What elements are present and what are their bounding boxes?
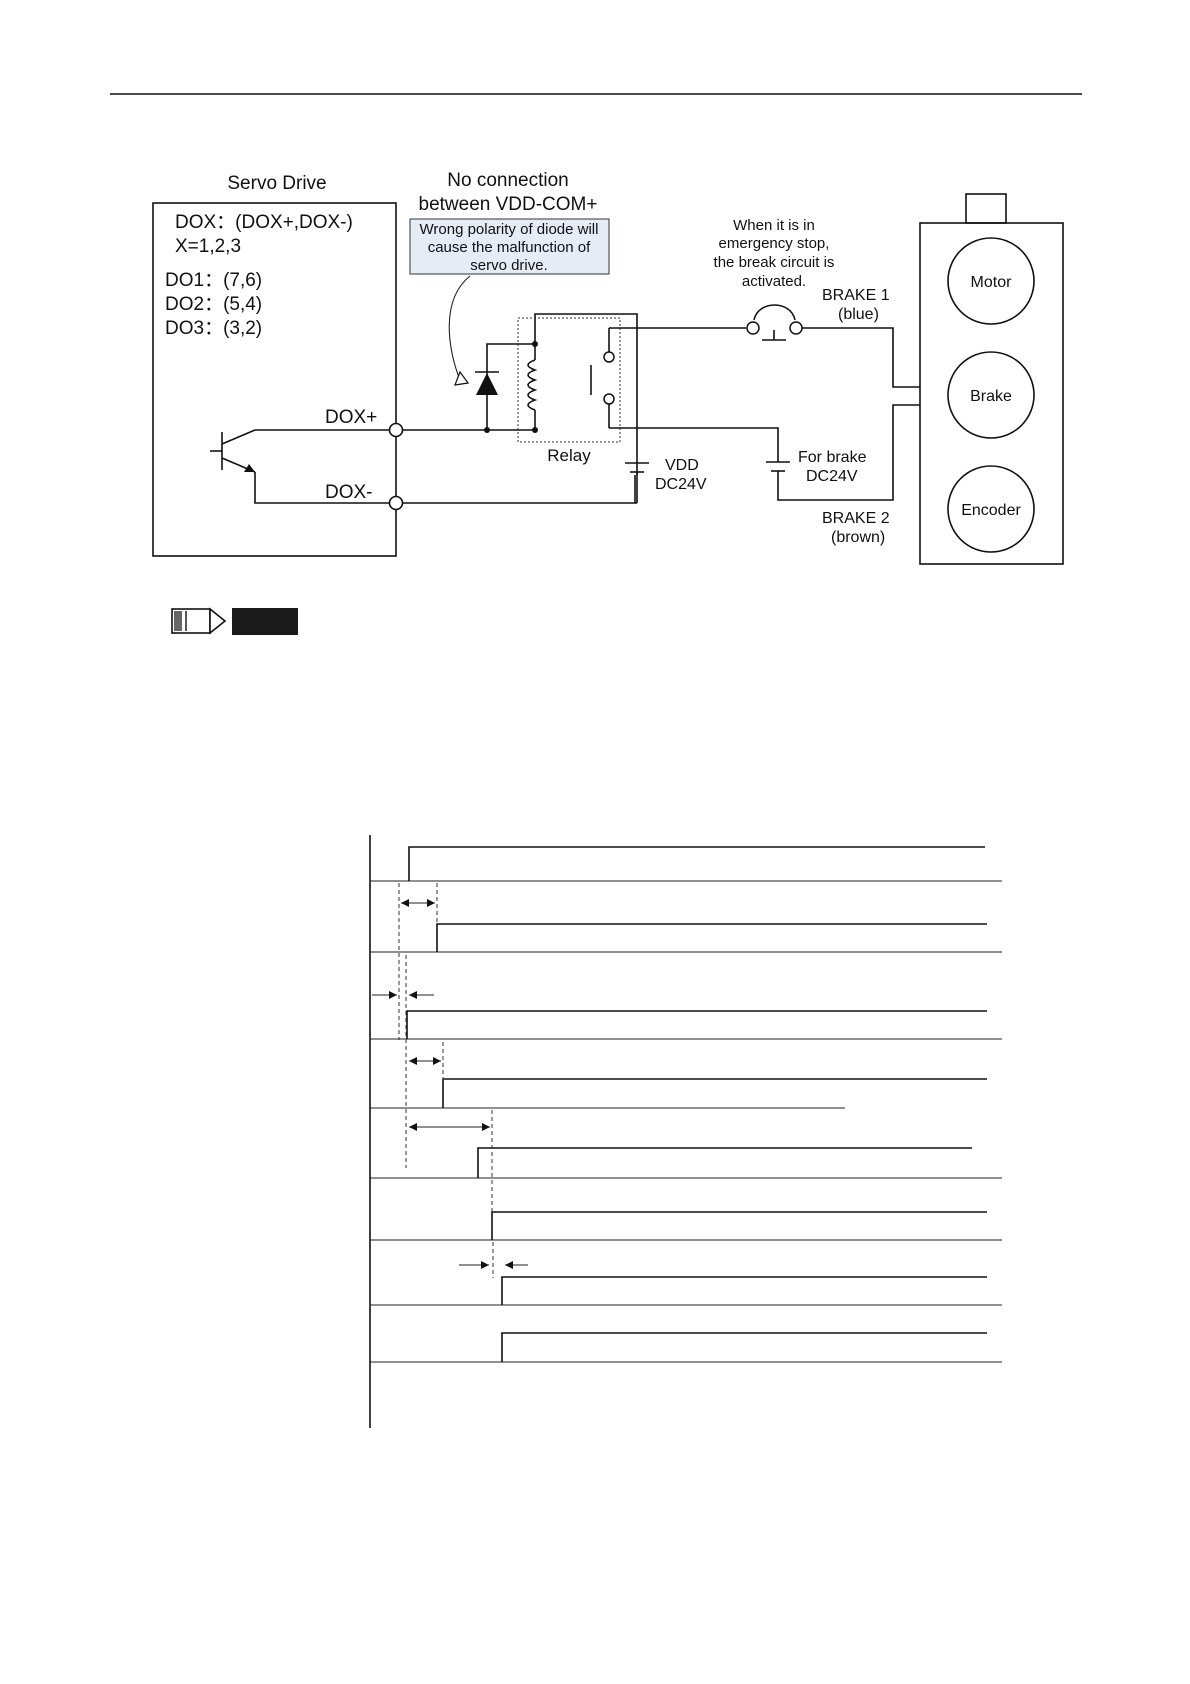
- brake2-color: (brown): [831, 529, 885, 546]
- brake-supply-voltage: DC24V: [806, 468, 858, 485]
- dox-minus-label: DOX-: [325, 482, 373, 503]
- do3-pins: DO3：(3,2): [165, 318, 262, 339]
- brake1-label: BRAKE 1: [822, 287, 890, 304]
- note-badge: [232, 608, 298, 635]
- dox-plus-label: DOX+: [325, 407, 377, 428]
- emergency-stop-switch: [746, 304, 803, 341]
- timing-signal-6: [491, 1211, 987, 1240]
- timing-diagram: [369, 835, 1002, 1428]
- timing-signal-5: [477, 1147, 972, 1178]
- vdd-voltage: DC24V: [655, 476, 707, 493]
- servo-drive-title: Servo Drive: [227, 173, 326, 194]
- brake2-label: BRAKE 2: [822, 510, 890, 527]
- dox-plus-terminal: [388, 422, 404, 438]
- brake-wiring-diagram: Servo Drive DOX：(DOX+,DOX-) X=1,2,3 DO1：…: [152, 170, 1064, 565]
- flyback-diode: [475, 341, 538, 430]
- brake-supply-label: For brake: [798, 449, 867, 466]
- brake1-color: (blue): [838, 306, 879, 323]
- warning-line-3: servo drive.: [470, 257, 548, 274]
- do1-pins: DO1：(7,6): [165, 270, 262, 291]
- pencil-note-icon: [171, 607, 298, 635]
- brake-supply-battery: [766, 461, 790, 472]
- no-connection-note-1: No connection: [447, 170, 568, 191]
- interval-arrow-3: [409, 1057, 441, 1065]
- encoder-label: Encoder: [961, 502, 1021, 519]
- servo-drive-box: [152, 202, 397, 557]
- estop-note-4: activated.: [742, 273, 806, 290]
- encoder-circle: [947, 465, 1035, 553]
- interval-arrow-2: [372, 991, 434, 999]
- estop-note-3: the break circuit is: [714, 254, 835, 271]
- brake-label: Brake: [970, 388, 1012, 405]
- timing-signal-4: [442, 1078, 987, 1108]
- output-transistor: [210, 429, 256, 473]
- warning-line-1: Wrong polarity of diode will: [420, 221, 599, 238]
- vdd-label: VDD: [665, 457, 699, 474]
- timing-signal-7: [501, 1276, 987, 1305]
- interval-arrow-5: [459, 1261, 528, 1269]
- motor-body: [919, 222, 1064, 565]
- timing-signal-8: [501, 1332, 987, 1362]
- diode-warning-box: [409, 218, 610, 275]
- dox-minus-terminal: [388, 495, 404, 511]
- relay-dotted-box: [517, 317, 621, 443]
- motor-label: Motor: [971, 274, 1013, 291]
- relay-contact: [590, 328, 615, 428]
- brake-circle: [947, 351, 1035, 439]
- relay-coil: [527, 330, 538, 430]
- warning-line-2: cause the malfunction of: [428, 239, 591, 256]
- estop-note-2: emergency stop,: [719, 235, 830, 252]
- motor-circle: [947, 237, 1035, 325]
- no-connection-note-2: between VDD-COM+: [419, 194, 598, 215]
- interval-arrow-1: [401, 899, 435, 907]
- timing-signal-3: [406, 1010, 987, 1039]
- motor-shaft: [965, 193, 1007, 224]
- timing-signal-1: [408, 846, 985, 881]
- estop-note-1: When it is in: [733, 217, 815, 234]
- dox-index: X=1,2,3: [175, 236, 241, 257]
- interval-arrow-4: [409, 1123, 490, 1131]
- servo-motor-unit: Motor Brake Encoder: [919, 193, 1064, 565]
- dox-definition: DOX：(DOX+,DOX-): [175, 212, 353, 233]
- timing-signal-2: [436, 923, 987, 952]
- dox-minus-wire: [254, 472, 390, 504]
- do2-pins: DO2：(5,4): [165, 294, 262, 315]
- warning-arrow: [448, 275, 471, 381]
- relay-label: Relay: [547, 446, 591, 465]
